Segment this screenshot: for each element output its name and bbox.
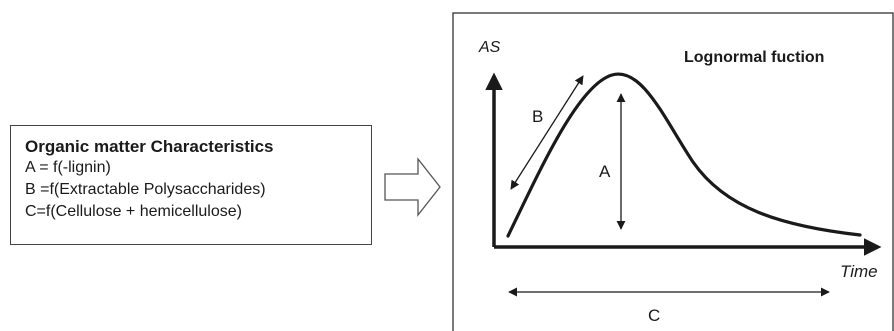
- y-axis-label: AS: [478, 39, 501, 56]
- c-marker: C: [648, 306, 660, 325]
- characteristic-c: C=f(Cellulose + hemicellulose): [25, 203, 242, 220]
- characteristics-box: Organic matter Characteristics A = f(-li…: [10, 125, 372, 245]
- characteristics-title: Organic matter Characteristics: [25, 137, 274, 156]
- characteristic-b: B =f(Extractable Polysaccharides): [25, 181, 266, 198]
- x-axis-label: Time: [840, 262, 878, 281]
- lognormal-curve: [506, 72, 862, 238]
- panel-title: Lognormal fuction: [684, 49, 824, 66]
- characteristic-a: A = f(-lignin): [25, 159, 111, 176]
- flow-arrow: [384, 157, 441, 217]
- a-marker: A: [599, 162, 611, 181]
- b-arrow: [510, 75, 584, 190]
- panel-frame: [452, 12, 894, 331]
- b-marker: B: [532, 107, 543, 126]
